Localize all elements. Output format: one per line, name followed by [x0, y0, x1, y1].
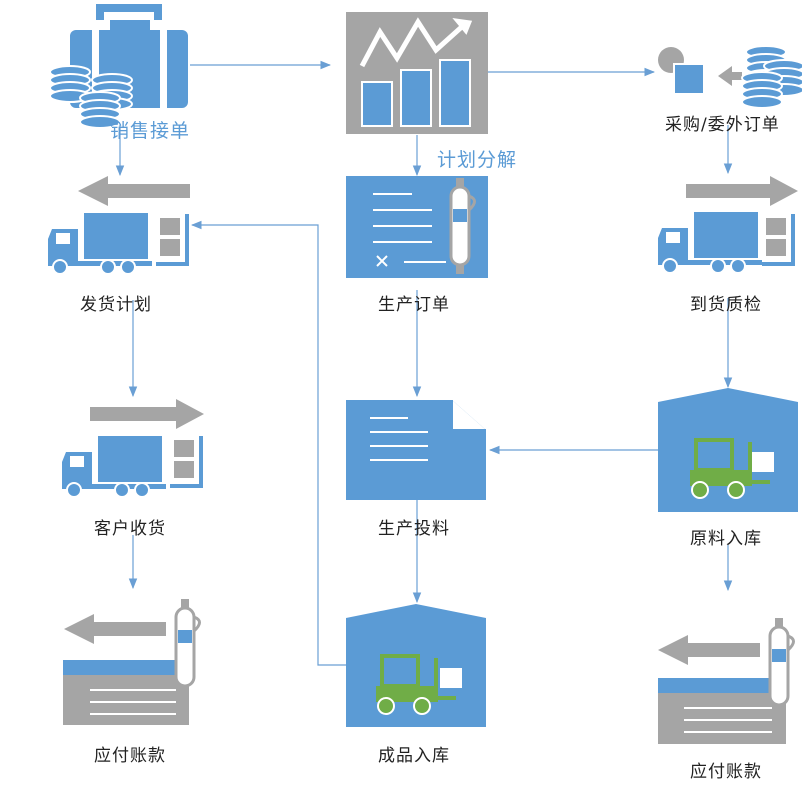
- label-accounts-payable-right: 应付账款: [690, 762, 762, 782]
- label-shipping-plan: 发货计划: [80, 295, 152, 315]
- briefcase-coins-icon: [49, 4, 188, 129]
- flow-connectors: [115, 60, 733, 666]
- label-arrival-inspection: 到货质检: [690, 295, 762, 315]
- label-plan-breakdown: 计划分解: [437, 149, 518, 171]
- label-material-warehousing: 原料入库: [690, 529, 762, 549]
- warehouse-forklift-icon: [658, 388, 798, 512]
- label-purchase-order: 采购/委外订单: [665, 115, 780, 135]
- card-pen-icon-right: [658, 616, 795, 744]
- label-finished-goods-warehousing: 成品入库: [378, 746, 450, 766]
- document-pen-icon: [346, 176, 488, 278]
- arrow-finished-to-shipping: [190, 220, 346, 666]
- purchase-exchange-icon: [658, 45, 802, 109]
- truck-right-icon-receipt: [61, 399, 204, 498]
- growth-chart-icon: [346, 12, 488, 134]
- label-production-order: 生产订单: [378, 295, 450, 315]
- document-icon: [346, 400, 486, 500]
- truck-left-icon: [47, 176, 190, 275]
- truck-right-icon: [657, 176, 798, 274]
- label-production-feed: 生产投料: [378, 519, 450, 539]
- warehouse-forklift-icon-finished: [346, 604, 486, 727]
- label-sales-order: 销售接单: [110, 120, 191, 142]
- label-customer-receipt: 客户收货: [94, 519, 166, 539]
- card-pen-icon: [63, 597, 201, 725]
- label-accounts-payable-left: 应付账款: [94, 746, 166, 766]
